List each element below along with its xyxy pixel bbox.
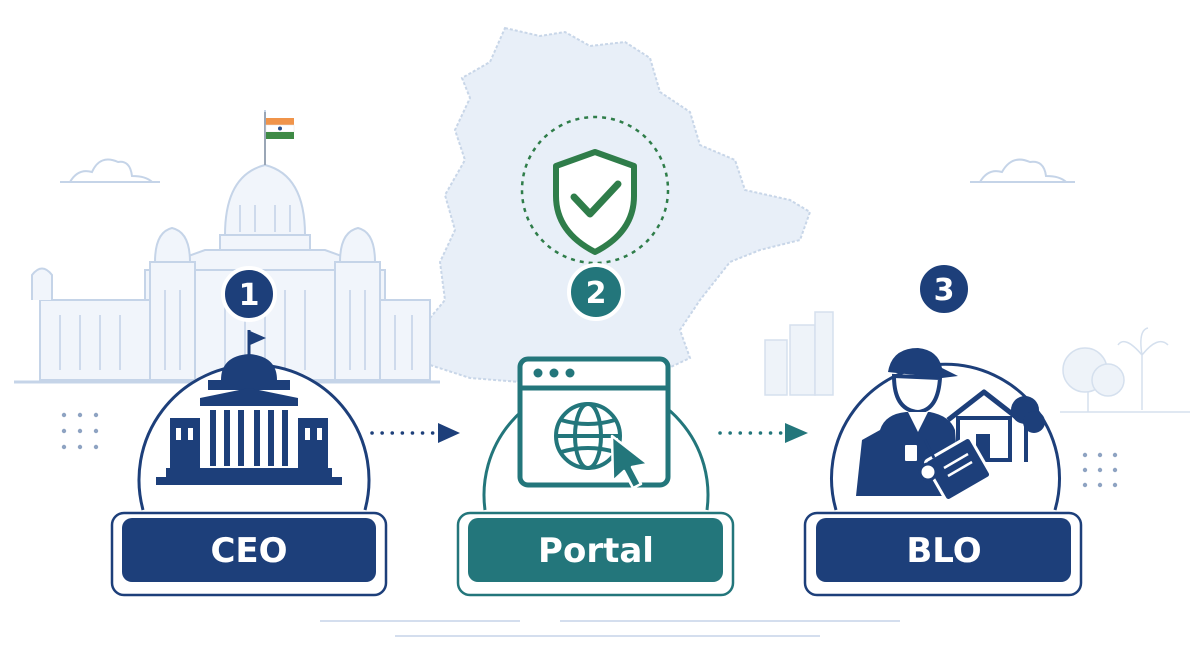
step-number: 2 <box>586 276 607 311</box>
cloud-right-icon <box>970 158 1075 183</box>
india-flag-icon <box>264 112 295 165</box>
checkmark-icon <box>570 180 622 218</box>
field-officer-icon <box>856 348 1045 502</box>
city-skyline-sketch <box>764 311 834 396</box>
step-number: 1 <box>239 278 260 313</box>
step-number-badge <box>567 263 625 321</box>
government-building-icon <box>156 330 342 485</box>
cursor-icon <box>610 434 650 490</box>
step-label: CEO <box>210 531 287 571</box>
tree-icon <box>1011 396 1045 462</box>
verified-badge <box>520 115 670 265</box>
background-layer <box>14 26 1190 637</box>
step-number-badge <box>221 266 277 322</box>
arrow-portal-to-blo <box>718 423 808 443</box>
cloud-left-icon <box>60 158 160 183</box>
step-number: 3 <box>934 273 955 308</box>
step-portal: Portal 2 <box>456 263 735 597</box>
clipboard-icon <box>923 436 993 502</box>
floor-lines <box>320 620 900 637</box>
step-blo: BLO <box>803 261 1083 597</box>
verified-shield-icon <box>553 149 637 255</box>
web-portal-globe-icon <box>517 356 671 490</box>
arrow-ceo-to-portal <box>370 423 460 443</box>
step-ceo: CEO 1 <box>110 266 388 597</box>
step-label: BLO <box>906 531 981 571</box>
step-label: Portal <box>538 531 654 571</box>
legislature-building-sketch <box>14 110 440 384</box>
step-number-badge <box>916 261 972 317</box>
dot-grid-right <box>1082 452 1118 488</box>
dot-grid-left <box>61 412 99 450</box>
tree-sketch <box>1060 327 1190 413</box>
